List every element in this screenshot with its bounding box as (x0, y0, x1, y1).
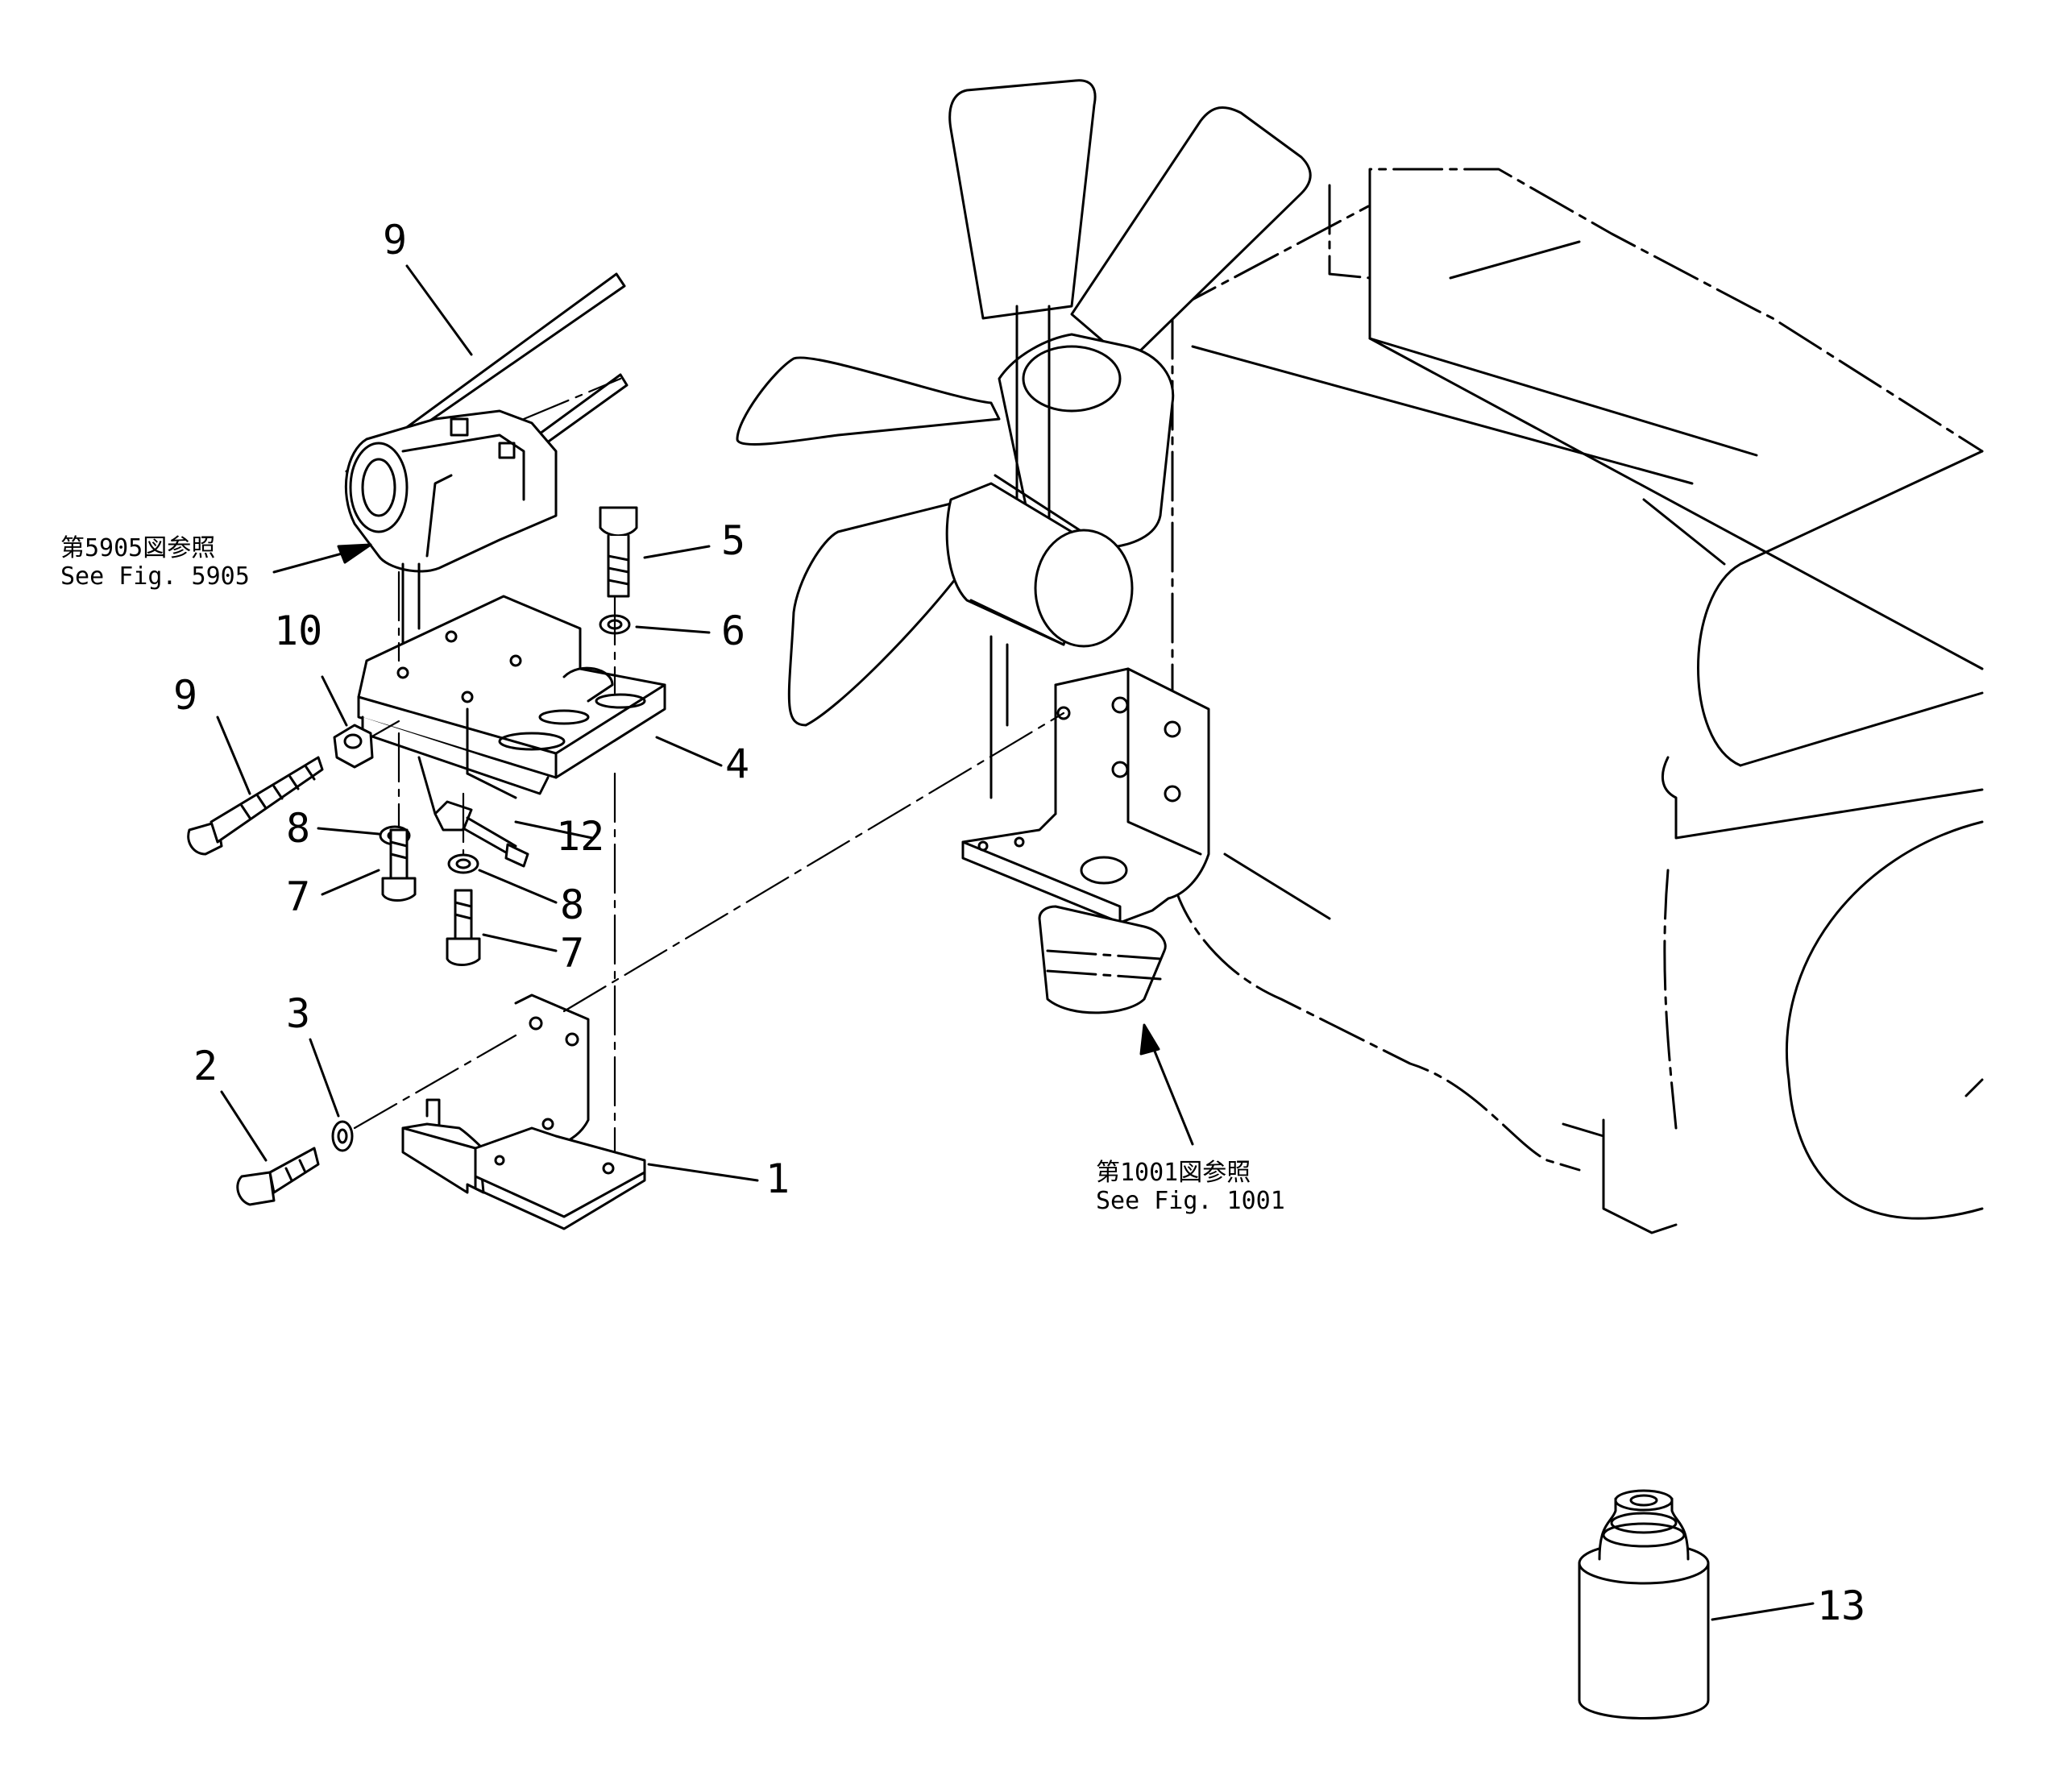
nut-10 (333, 724, 374, 769)
washer-8-lower (447, 853, 479, 874)
leader-lines (216, 264, 1815, 1621)
ref-5905-jp: 第5905図参照 (60, 534, 215, 562)
washer-3 (331, 1120, 354, 1152)
sensor-12 (417, 756, 529, 868)
callout-7a: 7 (286, 873, 310, 920)
callout-8b: 8 (560, 881, 584, 928)
bolt-9 (187, 756, 324, 856)
callout-12: 12 (556, 813, 604, 860)
ref-5905-en: See Fig. 5905 (60, 562, 250, 591)
canister-13 (1578, 1489, 1710, 1719)
bolt-7-upper (381, 828, 417, 902)
callout-3: 3 (286, 990, 310, 1037)
callout-1: 1 (765, 1155, 790, 1202)
callout-8a: 8 (286, 805, 310, 852)
callout-11: 9 (383, 217, 407, 263)
mounting-bracket-1 (401, 993, 646, 1230)
callout-13: 13 (1817, 1583, 1865, 1629)
callout-2: 2 (193, 1043, 218, 1089)
callout-4: 4 (725, 740, 749, 787)
engine-mount-bracket (961, 667, 1210, 1014)
callout-7b: 7 (560, 930, 584, 977)
callout-6: 6 (721, 608, 745, 654)
alignment-lines (353, 570, 1065, 1154)
cooling-fan (736, 79, 1312, 799)
compressor-assembly (344, 272, 629, 646)
callout-9: 9 (173, 672, 197, 719)
callout-labels: 9 5 6 10 9 4 8 12 7 8 7 3 2 1 13 (173, 217, 1865, 1629)
bolt-7-lower (446, 889, 481, 966)
bolt-2 (236, 1147, 320, 1206)
compressor-bracket-4 (357, 595, 666, 799)
ref-1001-jp: 第1001図参照 (1096, 1159, 1251, 1187)
ref-1001-en: See Fig. 1001 (1096, 1187, 1285, 1215)
callout-10: 10 (274, 608, 322, 654)
bolt-5 (599, 506, 638, 598)
engine-block (1171, 168, 1984, 1234)
callout-5: 5 (721, 517, 745, 564)
figure-references: 第5905図参照 See Fig. 5905 第1001図参照 See Fig.… (60, 534, 1285, 1215)
